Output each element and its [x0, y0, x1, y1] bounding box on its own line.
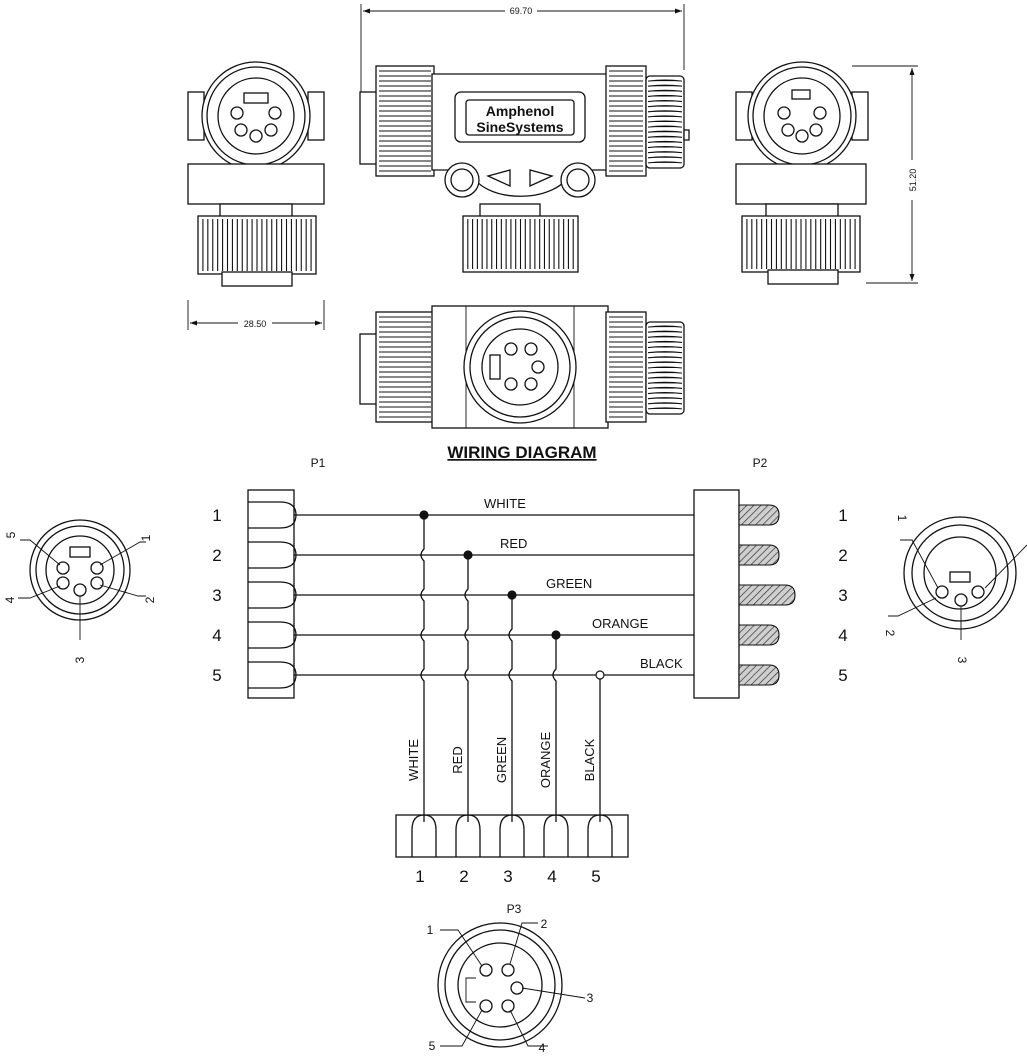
junction-dot — [463, 550, 473, 560]
p2-face: 1 2 3 — [883, 515, 1027, 664]
bottom-view — [359, 305, 685, 429]
dim-height-label: 51.20 — [908, 169, 918, 192]
svg-text:3: 3 — [73, 656, 87, 663]
wire-label-white: WHITE — [484, 496, 526, 511]
svg-text:5: 5 — [429, 1039, 436, 1053]
dim-width: 69.70 — [360, 4, 685, 92]
p3-pin-number: 4 — [547, 867, 556, 886]
p1-pin-number: 1 — [212, 506, 221, 525]
wire-label-black: BLACK — [640, 656, 683, 671]
right-side-view: 51.20 — [735, 61, 919, 285]
junction-dot — [419, 510, 429, 520]
dim-depth-label: 28.50 — [244, 319, 267, 329]
p3-pin-number: 3 — [503, 867, 512, 886]
label-p3: P3 — [507, 902, 522, 916]
p2-pin-number: 3 — [838, 586, 847, 605]
p2-pin-number: 4 — [838, 626, 847, 645]
wire-label-vertical-orange: ORANGE — [538, 732, 553, 789]
svg-text:1: 1 — [139, 534, 153, 541]
front-view: 69.70 Amphenol SineSystems — [359, 4, 690, 273]
svg-text:3: 3 — [955, 657, 969, 664]
svg-text:2: 2 — [883, 630, 897, 637]
wire-label-vertical-white: WHITE — [406, 739, 421, 781]
svg-text:1: 1 — [427, 923, 434, 937]
p3-pin-number: 5 — [591, 867, 600, 886]
svg-text:2: 2 — [143, 596, 157, 603]
brand-line-2: SineSystems — [476, 119, 563, 135]
p1-face: 5 1 4 2 3 — [3, 519, 157, 663]
p1-pin-number: 3 — [212, 586, 221, 605]
wire-label-vertical-green: GREEN — [494, 737, 509, 783]
junction-dot — [507, 590, 517, 600]
p2-block — [693, 489, 796, 699]
label-p1: P1 — [311, 456, 326, 470]
wire-label-orange: ORANGE — [592, 616, 649, 631]
svg-text:5: 5 — [4, 531, 18, 538]
left-side-view: 28.50 — [187, 61, 325, 330]
brand-line-1: Amphenol — [486, 103, 554, 119]
wire-white-vertical — [420, 515, 425, 822]
svg-text:4: 4 — [3, 596, 17, 603]
diagram-title: WIRING DIAGRAM — [447, 443, 596, 462]
p3-block — [395, 814, 629, 858]
wire-green-vertical — [508, 595, 513, 822]
junction-dot — [551, 630, 561, 640]
p1-pin-number: 5 — [212, 666, 221, 685]
p3-pin-number: 2 — [459, 867, 468, 886]
junction-dot — [595, 670, 605, 680]
svg-text:1: 1 — [895, 515, 909, 522]
p2-pin-number: 2 — [838, 546, 847, 565]
wire-label-red: RED — [500, 536, 527, 551]
p1-block — [247, 489, 297, 699]
p1-pin-number: 4 — [212, 626, 221, 645]
p1-pin-number: 2 — [212, 546, 221, 565]
p3-pin-number: 1 — [415, 867, 424, 886]
wire-orange-vertical — [552, 635, 557, 822]
wire-label-vertical-red: RED — [450, 746, 465, 773]
dim-width-label: 69.70 — [510, 6, 533, 16]
wire-label-green: GREEN — [546, 576, 592, 591]
label-p2: P2 — [753, 456, 768, 470]
svg-text:3: 3 — [587, 991, 594, 1005]
p2-pin-number: 5 — [838, 666, 847, 685]
svg-text:4: 4 — [539, 1041, 546, 1055]
svg-text:2: 2 — [541, 917, 548, 931]
p2-pin-number: 1 — [838, 506, 847, 525]
p3-face: 1 2 3 4 5 — [427, 917, 594, 1055]
wire-label-vertical-black: BLACK — [582, 738, 597, 781]
